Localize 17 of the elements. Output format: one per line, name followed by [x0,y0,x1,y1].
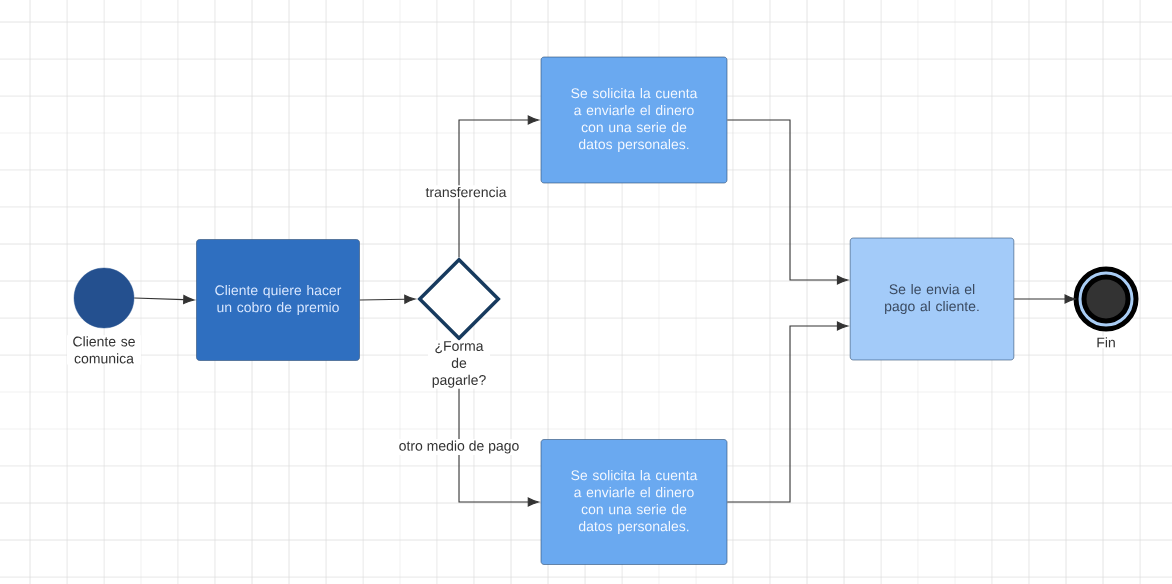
arrow [726,321,849,503]
arrow [1013,294,1076,304]
arrow [359,294,416,304]
start-circle [73,267,135,329]
edge-label: transferencia [425,186,507,198]
process-box: Se solicita la cuenta a enviarle el dinero con una serie de datos personales. [540,56,728,184]
process-box: Se le envia el pago al cliente. [849,237,1015,361]
edge-label: otro medio de pago [399,440,519,454]
node-caption: Cliente se comunica [73,336,135,364]
arrow [458,115,540,258]
end-circle [1073,266,1139,332]
node-caption: Fin [1097,337,1115,348]
arrow [133,295,195,305]
arrow [726,119,849,285]
node-caption: ¿Forma de pagarle? [432,341,486,388]
process-box: Cliente quiere hacer un cobro de premio [196,239,360,361]
process-box: Se solicita la cuenta a enviarle el dinero con una serie de datos personales. [540,439,728,565]
